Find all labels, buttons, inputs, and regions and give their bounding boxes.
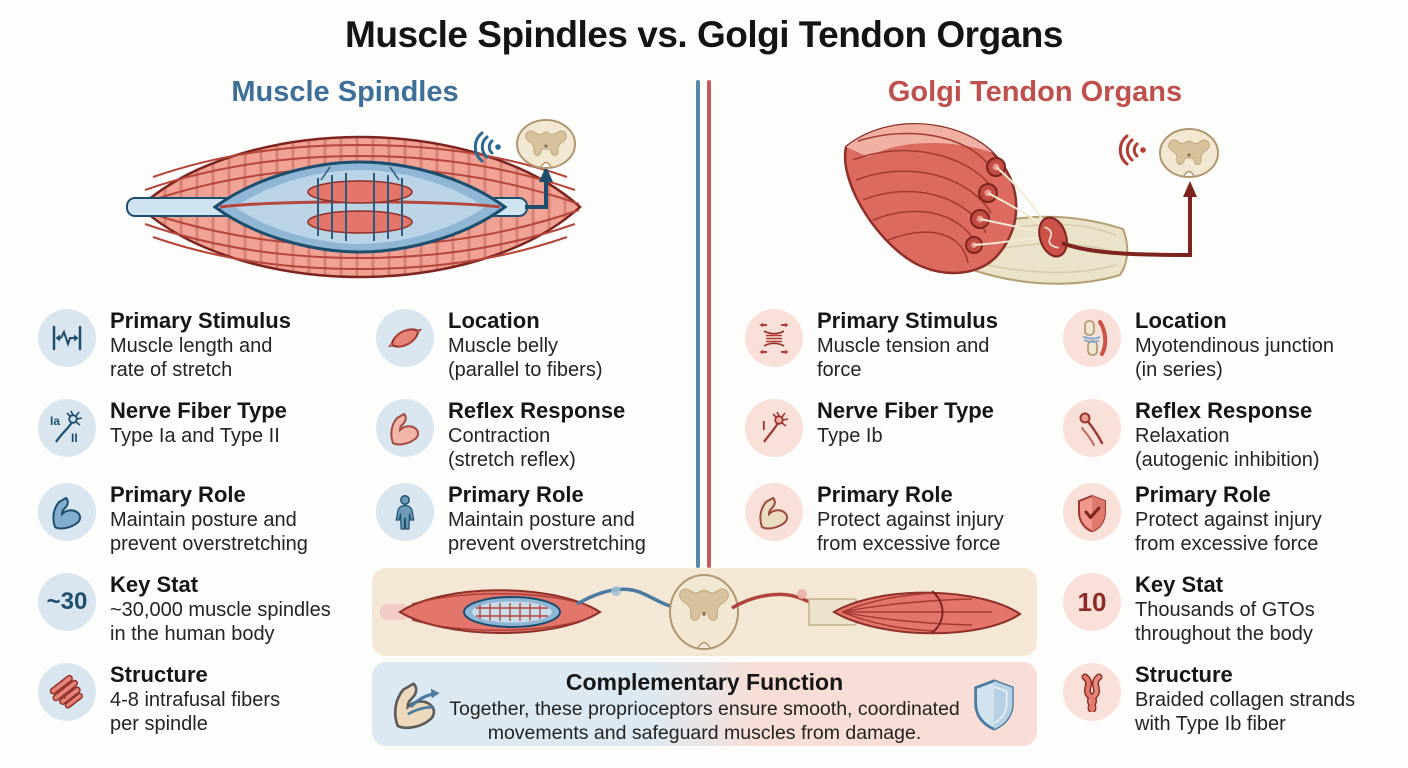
flexed-bicep-icon (393, 682, 440, 730)
fact-title: Location (448, 308, 540, 333)
arrow-up-icon (1183, 181, 1197, 197)
signal-waves-icon (473, 131, 501, 163)
fact-gto-nerve-fiber-type: I Nerve Fiber Type Type Ib (745, 398, 1045, 457)
fact-title: Primary Stimulus (817, 308, 998, 333)
reflex-circuit-illustration (380, 574, 1022, 650)
fact-ms-structure: Structure 4-8 intrafusal fibers per spin… (38, 662, 368, 736)
fact-title: Primary Role (448, 482, 584, 507)
neuron-label-ii: II (71, 431, 78, 445)
neuron-label-ia: Ia (50, 414, 60, 428)
fact-ms-primary-role: Primary Role Maintain posture and preven… (38, 482, 368, 556)
fact-title: Structure (110, 662, 208, 687)
joint-icon (1063, 309, 1121, 367)
fact-ms-primary-stimulus: Primary Stimulus Muscle length and rate … (38, 308, 368, 382)
fact-ms-primary-role-2: Primary Role Maintain posture and preven… (376, 482, 676, 556)
fact-desc: Muscle tension and force (817, 335, 990, 381)
fact-title: Location (1135, 308, 1227, 333)
flexed-bicep-icon (376, 399, 434, 457)
arrow-up-icon (539, 166, 553, 182)
stat-badge: ~30 (38, 573, 96, 631)
fact-title: Structure (1135, 662, 1233, 687)
divider-blue (696, 80, 700, 568)
fact-desc: Muscle length and rate of stretch (110, 335, 273, 381)
fact-title: Key Stat (110, 572, 199, 597)
spinal-cord-cross-section-icon (1159, 128, 1219, 178)
fact-ms-nerve-fiber-type: Ia II Nerve Fiber Type Type Ia and Type … (38, 398, 368, 457)
fact-desc: ~30,000 muscle spindles in the human bod… (110, 599, 331, 645)
fact-desc: Protect against injury from excessive fo… (817, 509, 1004, 555)
shield-icon (974, 679, 1014, 731)
fact-gto-key-stat: 10 Key Stat Thousands of GTOs throughout… (1063, 572, 1383, 646)
fact-desc: Thousands of GTOs throughout the body (1135, 599, 1315, 645)
fiber-bundle-icon (38, 663, 96, 721)
fact-title: Primary Stimulus (110, 308, 291, 333)
fact-title: Nerve Fiber Type (110, 398, 287, 423)
fact-desc: Type Ib (817, 425, 883, 448)
fact-title: Primary Role (817, 482, 953, 507)
fact-desc: Type Ia and Type II (110, 425, 280, 448)
fact-gto-reflex-response: Reflex Response Relaxation (autogenic in… (1063, 398, 1383, 472)
fact-desc: 4-8 intrafusal fibers per spindle (110, 689, 281, 735)
complementary-function-box: Complementary Function Together, these p… (372, 662, 1037, 746)
signal-waves-icon (1118, 134, 1146, 166)
fact-title: Reflex Response (448, 398, 626, 423)
fact-desc: Contraction (stretch reflex) (448, 425, 576, 471)
fact-desc: Braided collagen strands with Type Ib fi… (1135, 689, 1356, 735)
golgi-tendon-organs-heading: Golgi Tendon Organs (887, 76, 1183, 108)
fact-desc: Maintain posture and prevent overstretch… (448, 509, 646, 555)
muscle-spindle-illustration (126, 119, 582, 279)
neuron-label-ib: I (762, 418, 766, 433)
fact-title: Reflex Response (1135, 398, 1313, 423)
stat-badge-value: 10 (1077, 586, 1107, 617)
stat-badge: 10 (1063, 573, 1121, 631)
fact-title: Primary Role (1135, 482, 1271, 507)
footer-title: Complementary Function (565, 669, 844, 695)
fact-desc: Muscle belly (parallel to fibers) (448, 335, 603, 381)
stat-badge-value: ~30 (46, 588, 88, 615)
fact-ms-key-stat: ~30 Key Stat ~30,000 muscle spindles in … (38, 572, 368, 646)
fact-gto-location: Location Myotendinous junction (in serie… (1063, 308, 1383, 382)
fact-gto-structure: Structure Braided collagen strands with … (1063, 662, 1383, 736)
fact-desc: Protect against injury from excessive fo… (1135, 509, 1322, 555)
muscle-tension-icon (745, 309, 803, 367)
flexed-bicep-icon (38, 483, 96, 541)
shield-check-icon (1063, 483, 1121, 541)
fact-desc: Maintain posture and prevent overstretch… (110, 509, 308, 555)
fact-ms-location: Location Muscle belly (parallel to fiber… (376, 308, 676, 382)
braided-strands-icon (1063, 663, 1121, 721)
page-title: Muscle Spindles vs. Golgi Tendon Organs (345, 14, 1063, 55)
spinal-cord-cross-section-icon (516, 119, 576, 169)
relaxing-nerve-icon (1063, 399, 1121, 457)
fact-title: Nerve Fiber Type (817, 398, 994, 423)
flexed-bicep-icon (745, 483, 803, 541)
stretch-arrows-icon (38, 309, 96, 367)
golgi-tendon-organ-illustration (843, 123, 1219, 285)
fact-gto-primary-role-2: Primary Role Protect against injury from… (1063, 482, 1383, 556)
fact-title: Primary Role (110, 482, 246, 507)
fact-gto-primary-stimulus: Primary Stimulus Muscle tension and forc… (745, 308, 1045, 382)
fact-desc: Myotendinous junction (in series) (1135, 335, 1335, 381)
neuron-icon: I (745, 399, 803, 457)
footer-text: Together, these proprioceptors ensure sm… (449, 698, 960, 744)
neuron-icon: Ia II (38, 399, 96, 457)
fact-gto-primary-role: Primary Role Protect against injury from… (745, 482, 1045, 556)
muscle-icon (376, 309, 434, 367)
reflex-circuit-band (372, 568, 1037, 656)
divider-red (707, 80, 711, 568)
muscle-spindles-heading: Muscle Spindles (231, 76, 459, 108)
fact-desc: Relaxation (autogenic inhibition) (1135, 425, 1320, 471)
fact-title: Key Stat (1135, 572, 1224, 597)
person-icon (376, 483, 434, 541)
fact-ms-reflex-response: Reflex Response Contraction (stretch ref… (376, 398, 676, 472)
spinal-cord-cross-section-icon (669, 574, 739, 650)
